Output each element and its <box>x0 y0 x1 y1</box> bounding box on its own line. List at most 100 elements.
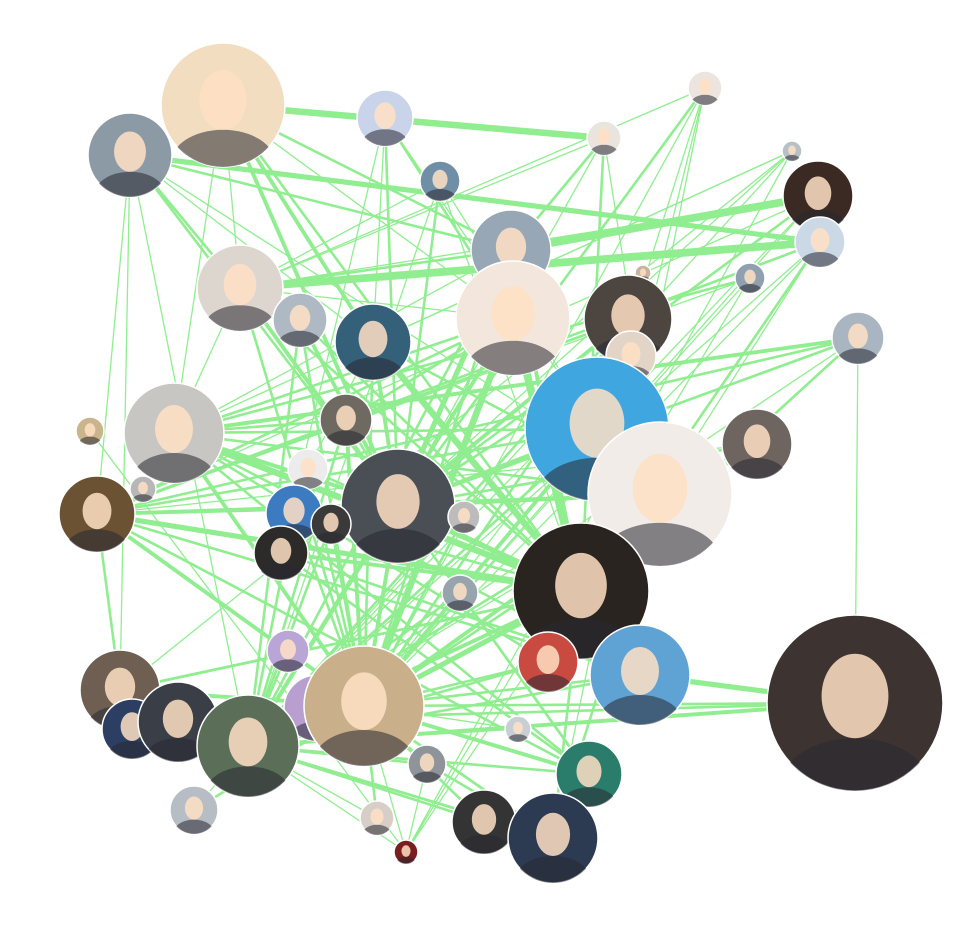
graph-node-n16[interactable] <box>734 262 766 301</box>
graph-node-n44[interactable] <box>303 645 425 796</box>
portrait-face <box>323 512 339 533</box>
portrait-shoulders <box>270 659 306 672</box>
portrait-face <box>184 796 204 820</box>
graph-node-n29[interactable] <box>340 448 456 592</box>
graph-node-n39[interactable] <box>766 614 944 835</box>
graph-node-n50[interactable] <box>359 800 395 844</box>
graph-node-n46[interactable] <box>504 715 532 748</box>
graph-node-n31[interactable] <box>310 503 352 554</box>
portrait-shoulders <box>522 674 574 692</box>
portrait-shoulders <box>94 171 166 197</box>
graph-node-n33[interactable] <box>253 525 309 594</box>
portrait-face <box>155 405 193 453</box>
graph-node-n48[interactable] <box>555 740 623 823</box>
graph-edge <box>95 427 599 516</box>
portrait-face <box>270 537 292 564</box>
portrait-shoulders <box>835 348 881 364</box>
graph-node-n49[interactable] <box>169 785 219 846</box>
graph-node-n51[interactable] <box>451 789 517 870</box>
graph-edge <box>458 591 591 776</box>
portrait-shoulders <box>798 252 842 267</box>
portrait-face <box>698 78 712 95</box>
portrait-shoulders <box>106 741 158 759</box>
graph-node-n02[interactable] <box>87 112 173 218</box>
portrait-face <box>289 304 311 331</box>
graph-node-n11[interactable] <box>455 260 571 404</box>
portrait-face <box>82 492 112 530</box>
graph-node-n14[interactable] <box>334 303 412 399</box>
portrait-shoulders <box>690 94 720 105</box>
graph-edge <box>94 511 584 594</box>
portrait-face <box>513 721 523 735</box>
graph-edge <box>239 137 605 289</box>
graph-node-n22[interactable] <box>123 382 225 508</box>
portrait-shoulders <box>64 529 130 552</box>
portrait-shoulders <box>173 819 215 834</box>
portrait-face <box>569 388 625 458</box>
portrait-shoulders <box>144 738 212 762</box>
graph-edge <box>172 316 515 435</box>
graph-node-n34[interactable] <box>441 574 479 620</box>
graph-node-n37[interactable] <box>589 624 691 750</box>
portrait-shoulders <box>314 532 348 544</box>
node-layer <box>58 42 944 906</box>
graph-node-n23[interactable] <box>75 416 105 452</box>
graph-node-n47[interactable] <box>407 744 447 793</box>
portrait-face <box>597 128 611 145</box>
graph-node-n36[interactable] <box>517 631 579 707</box>
portrait-shoulders <box>170 129 276 167</box>
portrait-shoulders <box>395 856 417 864</box>
portrait-face <box>376 474 420 529</box>
portrait-face <box>632 453 688 523</box>
graph-node-n32[interactable] <box>447 500 481 541</box>
portrait-shoulders <box>780 738 930 791</box>
portrait-face <box>611 294 645 337</box>
portrait-face <box>199 70 247 130</box>
portrait-face <box>341 672 387 730</box>
graph-node-n09[interactable] <box>419 160 461 211</box>
portrait-shoulders <box>514 856 592 883</box>
graph-node-n06[interactable] <box>781 140 803 166</box>
portrait-face <box>370 808 384 825</box>
graph-node-n52[interactable] <box>507 792 599 906</box>
graph-edge <box>172 336 860 435</box>
graph-node-n13[interactable] <box>272 292 328 361</box>
portrait-face <box>555 552 607 619</box>
portrait-shoulders <box>349 528 447 563</box>
graph-node-n12[interactable] <box>196 244 284 353</box>
portrait-face <box>280 639 296 660</box>
portrait-face <box>743 424 771 459</box>
portrait-shoulders <box>313 730 415 766</box>
portrait-shoulders <box>277 330 323 347</box>
graph-node-n24[interactable] <box>319 393 373 459</box>
graph-node-n04[interactable] <box>586 120 622 163</box>
graph-node-n27[interactable] <box>129 475 157 509</box>
portrait-face <box>744 269 756 284</box>
portrait-shoulders <box>464 340 562 375</box>
graph-node-n01[interactable] <box>160 42 286 198</box>
graph-node-n03[interactable] <box>356 89 414 160</box>
graph-edge <box>238 248 513 290</box>
graph-node-n25[interactable] <box>721 408 793 497</box>
portrait-shoulders <box>204 766 292 797</box>
graph-node-n19[interactable] <box>831 311 885 377</box>
graph-node-n45[interactable] <box>196 694 300 823</box>
graph-edge <box>383 116 606 140</box>
portrait-face <box>401 845 411 857</box>
graph-node-n21[interactable] <box>587 421 733 602</box>
portrait-shoulders <box>131 494 155 502</box>
portrait-face <box>453 582 467 601</box>
graph-node-n53[interactable] <box>393 839 419 870</box>
graph-edge <box>118 589 583 692</box>
portrait-face <box>300 457 316 477</box>
graph-node-n05[interactable] <box>687 70 723 114</box>
portrait-shoulders <box>423 189 457 201</box>
graph-edge <box>119 150 793 691</box>
graph-node-n38[interactable] <box>266 629 310 683</box>
graph-node-n28[interactable] <box>58 475 136 571</box>
portrait-face <box>788 145 796 155</box>
portrait-face <box>457 508 471 524</box>
graph-node-n08[interactable] <box>794 216 846 280</box>
portrait-shoulders <box>78 436 102 445</box>
